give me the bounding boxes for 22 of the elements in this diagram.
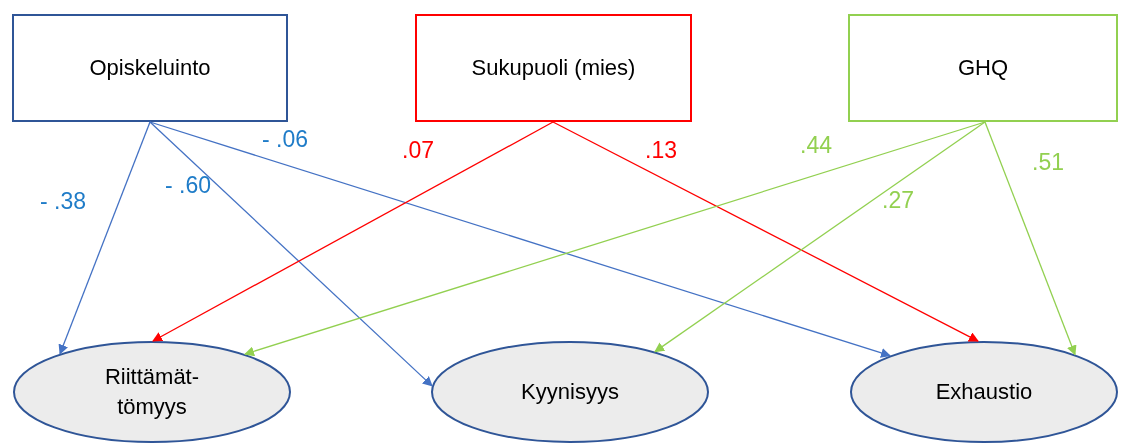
edge-label: .51 [1032, 149, 1064, 176]
arrow [58, 121, 151, 355]
arrow [244, 121, 986, 357]
edge-label: .13 [645, 137, 677, 164]
node-label: Opiskeluinto [89, 54, 211, 83]
node-label: Sukupuoli (mies) [471, 54, 636, 83]
node-label: GHQ [957, 54, 1009, 83]
node-label: Riittämät- tömyys [103, 363, 201, 421]
arrow [152, 121, 554, 342]
edge-label: - .06 [262, 126, 309, 153]
arrow [149, 121, 891, 358]
edge-label: - .60 [165, 172, 212, 199]
edge-label: - .38 [40, 188, 87, 215]
node-label: Kyynisyys [521, 378, 619, 407]
arrow [552, 121, 979, 342]
arrow [149, 121, 433, 387]
edge-label: .27 [882, 187, 914, 214]
arrow [984, 121, 1077, 356]
edge-label: .07 [402, 137, 434, 164]
arrow [654, 121, 986, 353]
node-label: Exhaustio [935, 378, 1033, 407]
edge-label: .44 [800, 132, 832, 159]
